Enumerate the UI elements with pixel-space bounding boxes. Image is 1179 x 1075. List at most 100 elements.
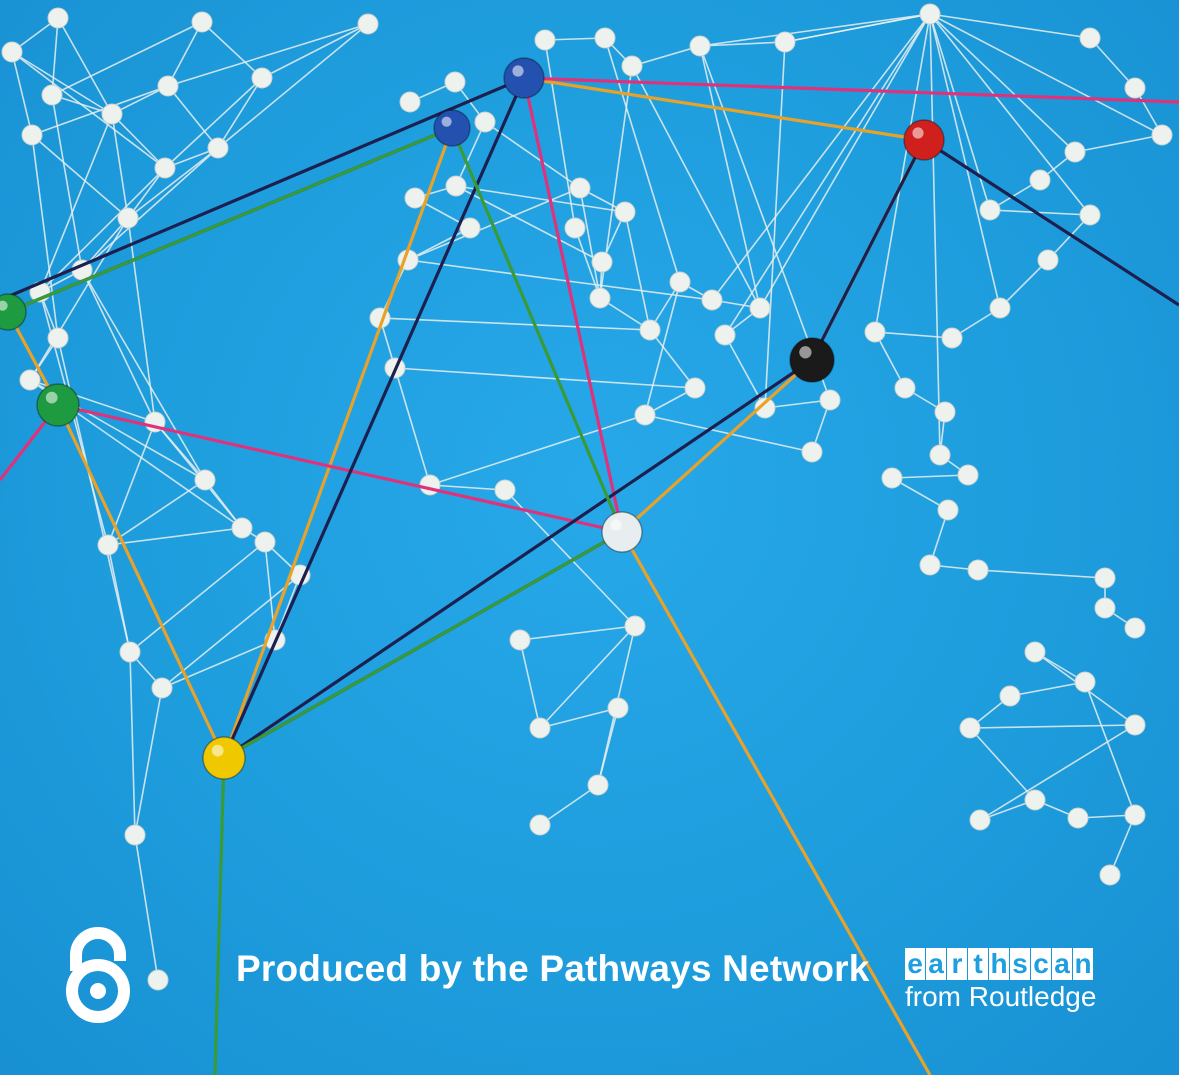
white-string: [1089, 37, 1136, 89]
blue-pin: [433, 109, 471, 147]
white-pin: [151, 677, 173, 699]
white-pin: [1024, 789, 1046, 811]
wordmark-letter: c: [1031, 948, 1051, 980]
green-pin: [0, 293, 27, 331]
white-string: [764, 41, 786, 409]
white-string: [874, 331, 906, 389]
white-string: [977, 569, 1106, 579]
white-string: [604, 37, 681, 283]
white-string: [929, 13, 941, 456]
white-string: [217, 77, 263, 149]
wordmark-letter: e: [905, 948, 925, 980]
white-pin: [774, 31, 796, 53]
white-string: [1084, 681, 1136, 816]
white-string: [519, 639, 541, 729]
white-pin: [1124, 77, 1146, 99]
white-pin: [41, 84, 63, 106]
white-pin: [969, 809, 991, 831]
white-string: [39, 113, 113, 293]
white-hub-pin: [601, 511, 643, 553]
yellow-pin: [202, 736, 246, 780]
white-pin: [941, 327, 963, 349]
white-string: [429, 484, 506, 491]
white-pin: [207, 137, 229, 159]
white-string: [107, 527, 243, 546]
white-string: [161, 639, 276, 689]
white-pin: [1151, 124, 1173, 146]
white-string: [261, 23, 369, 79]
white-string: [649, 329, 696, 389]
white-string: [891, 477, 949, 511]
white-pin: [231, 517, 253, 539]
white-string: [539, 625, 636, 729]
white-string: [455, 121, 486, 187]
white-pin: [607, 697, 629, 719]
white-string: [39, 167, 166, 293]
white-string: [519, 625, 636, 641]
white-pin: [749, 297, 771, 319]
white-pin: [894, 377, 916, 399]
white-pin: [444, 71, 466, 93]
white-pin: [919, 3, 941, 25]
white-pin: [1124, 617, 1146, 639]
white-pin: [97, 534, 119, 556]
white-string: [11, 51, 113, 115]
white-string: [127, 217, 156, 423]
white-string: [51, 94, 83, 271]
white-pin: [254, 531, 276, 553]
white-pin: [989, 297, 1011, 319]
white-pin: [801, 441, 823, 463]
white-pin: [194, 469, 216, 491]
white-pin: [624, 615, 646, 637]
white-pin: [701, 289, 723, 311]
white-pin: [864, 321, 886, 343]
wordmark-letter: n: [1073, 948, 1093, 980]
colored-string: [923, 138, 1179, 307]
white-string: [764, 399, 831, 409]
white-pin: [534, 29, 556, 51]
publisher-imprint: from Routledge: [905, 981, 1097, 1012]
white-string: [999, 259, 1049, 309]
white-string: [631, 65, 761, 309]
green-pin: [36, 383, 80, 427]
white-pin: [621, 55, 643, 77]
white-string: [31, 85, 169, 136]
white-string: [201, 21, 263, 79]
white-string: [81, 269, 206, 481]
white-pin: [589, 287, 611, 309]
wordmark-letter: h: [989, 948, 1009, 980]
white-string: [57, 17, 113, 115]
white-string: [81, 269, 156, 423]
black-pin: [789, 337, 835, 383]
white-string: [699, 13, 931, 47]
white-string: [759, 13, 931, 309]
white-pin: [404, 187, 426, 209]
white-pin: [157, 75, 179, 97]
wordmark-letter: a: [926, 948, 946, 980]
white-pin: [587, 774, 609, 796]
white-string: [407, 259, 713, 301]
white-pin: [591, 251, 613, 273]
white-pin: [564, 217, 586, 239]
white-pin: [147, 969, 169, 991]
white-string: [51, 21, 203, 96]
white-pin: [1064, 141, 1086, 163]
white-pin: [669, 271, 691, 293]
white-pin: [999, 685, 1021, 707]
white-string: [394, 367, 696, 389]
white-string: [161, 574, 301, 689]
white-string: [129, 651, 136, 836]
white-pin: [399, 91, 421, 113]
white-string: [134, 834, 159, 981]
white-string: [1074, 134, 1163, 153]
wordmark-letter: t: [968, 948, 988, 980]
white-string: [164, 77, 263, 169]
white-string: [167, 21, 203, 87]
white-pin: [419, 474, 441, 496]
white-string: [31, 134, 129, 219]
colored-string: [222, 77, 926, 760]
white-string: [874, 13, 931, 333]
white-pin: [21, 124, 43, 146]
